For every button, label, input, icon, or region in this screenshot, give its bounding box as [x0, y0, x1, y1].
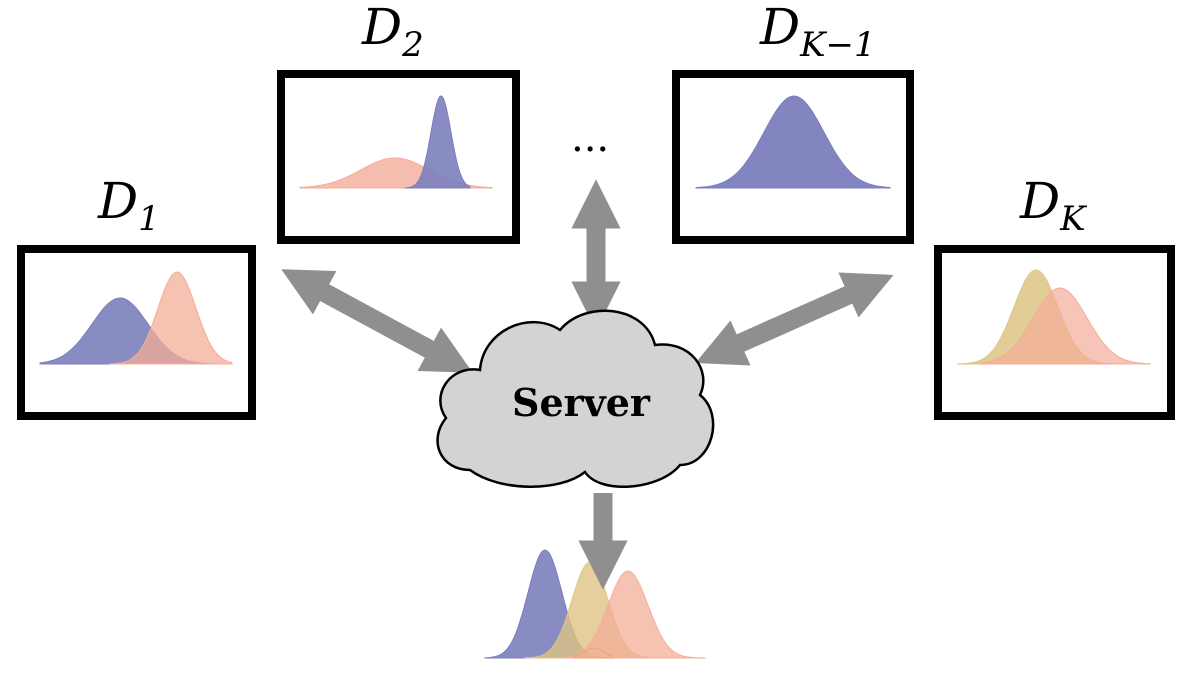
- client-subscript: 2: [402, 25, 424, 65]
- client-subscript: K: [1060, 199, 1086, 239]
- server-label: Server: [512, 380, 650, 425]
- gaussian-curve-output-salmon: [559, 570, 706, 659]
- client-label-d2: D2: [362, 2, 424, 62]
- client-label-dk: DK: [1020, 176, 1086, 236]
- client-symbol: D: [1020, 172, 1061, 230]
- arrow-dk-server: [695, 272, 894, 366]
- client-label-dk1: DK−1: [760, 2, 876, 62]
- ellipsis: ...: [571, 115, 610, 161]
- client-symbol: D: [760, 0, 801, 56]
- client-label-d1: D1: [98, 176, 160, 236]
- client-symbol: D: [362, 0, 403, 56]
- cloud-icon: [436, 309, 715, 489]
- gaussian-curve-output-orange: [574, 647, 613, 659]
- client-box-d1: [17, 245, 256, 420]
- arrow-d1-server: [281, 269, 473, 373]
- client-subscript: K−1: [800, 25, 876, 65]
- distribution-curves: [39, 95, 1151, 659]
- client-subscript: 1: [138, 199, 160, 239]
- gaussian-curve-d2-blue: [404, 95, 471, 189]
- gaussian-curve-dk-salmon: [979, 287, 1151, 365]
- gaussian-curve-d1-salmon: [109, 271, 233, 365]
- client-symbol: D: [98, 172, 139, 230]
- client-box-d2: [277, 70, 520, 244]
- gaussian-curve-dk1-blue: [695, 95, 891, 189]
